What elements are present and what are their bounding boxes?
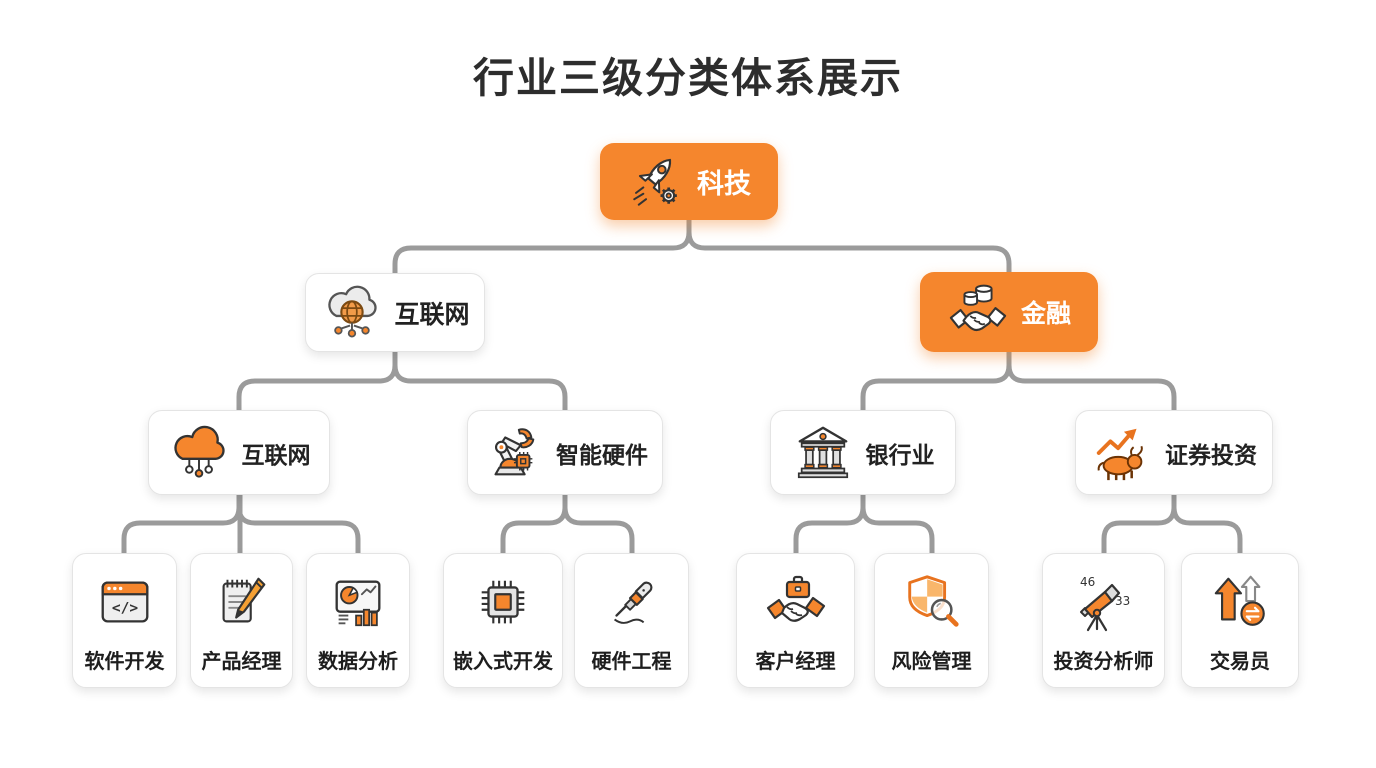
connector-line <box>686 217 1012 276</box>
node-label: 互联网 <box>241 441 311 468</box>
node-finance: 金融 <box>920 272 1098 352</box>
leaf-data-analysis: 数据分析 <box>306 553 410 688</box>
node-smart-hardware: 智能硬件 <box>467 410 663 495</box>
connector-line <box>236 492 361 556</box>
leaf-software-dev: </> 软件开发 <box>72 553 177 688</box>
microchip-icon <box>481 580 525 623</box>
connector-line <box>236 349 398 413</box>
connector-line <box>392 349 568 413</box>
connector-line <box>860 492 935 556</box>
cloud-globe-network-icon <box>328 285 378 338</box>
page-title: 行业三级分类体系展示 <box>473 55 903 101</box>
connector-line <box>860 349 1012 413</box>
telescope-number-bottom: 33 <box>1115 594 1130 608</box>
connector-line <box>1006 349 1177 413</box>
leaf-trader: 交易员 <box>1181 553 1299 688</box>
leaf-label: 硬件工程 <box>591 651 672 673</box>
telescope-number-top: 46 <box>1080 575 1095 589</box>
briefcase-handshake-icon <box>766 575 825 622</box>
soldering-iron-icon <box>613 581 652 624</box>
leaf-product-manager: 产品经理 <box>190 553 293 688</box>
leaf-account-manager: 客户经理 <box>736 553 855 688</box>
leaf-label: 产品经理 <box>201 651 282 673</box>
orange-cloud-nodes-icon <box>173 425 225 478</box>
leaf-risk-management: 风险管理 <box>874 553 989 688</box>
up-arrows-exchange-icon <box>1214 575 1265 626</box>
node-banking: 银行业 <box>770 410 956 495</box>
connector-line <box>793 492 866 556</box>
node-internet-l2: 互联网 <box>305 273 485 352</box>
bull-rising-arrow-icon <box>1096 428 1143 480</box>
notepad-pencil-icon <box>222 577 265 622</box>
shield-magnifier-icon <box>907 574 959 627</box>
leaf-investment-analyst: 46 33 投资分析师 <box>1042 553 1165 688</box>
node-label: 证券投资 <box>1165 441 1257 468</box>
node-label: 智能硬件 <box>556 441 648 468</box>
dashboard-charts-icon <box>335 579 381 626</box>
connector-line <box>1101 492 1177 556</box>
leaf-embedded-dev: 嵌入式开发 <box>443 553 563 688</box>
leaf-label: 投资分析师 <box>1053 651 1154 673</box>
leaf-label: 数据分析 <box>318 651 398 673</box>
telescope-icon: 46 33 <box>1079 575 1130 631</box>
node-securities: 证券投资 <box>1075 410 1273 495</box>
leaf-label: 客户经理 <box>755 651 836 673</box>
node-label: 银行业 <box>865 441 935 468</box>
node-label: 互联网 <box>394 300 470 329</box>
node-label: 金融 <box>1020 300 1071 328</box>
connector-line <box>392 217 692 276</box>
handshake-coins-icon <box>949 284 1007 332</box>
leaf-label: 嵌入式开发 <box>453 651 553 673</box>
browser-code-icon: </> <box>101 580 148 623</box>
bank-building-icon <box>797 426 848 478</box>
rocket-gear-icon <box>633 158 677 206</box>
code-glyph: </> <box>111 600 137 616</box>
connector-line <box>121 492 242 556</box>
leaf-label: 软件开发 <box>84 651 165 673</box>
node-internet-l3: 互联网 <box>148 410 330 495</box>
connector-line <box>562 492 635 556</box>
node-tech: 科技 <box>600 143 778 220</box>
node-label: 科技 <box>697 169 751 199</box>
leaf-hardware-eng: 硬件工程 <box>574 553 689 688</box>
connector-line <box>1171 492 1243 556</box>
connector-line <box>500 492 568 556</box>
leaf-label: 风险管理 <box>891 651 972 673</box>
robot-arm-chip-icon <box>494 427 535 475</box>
leaf-label: 交易员 <box>1210 651 1270 673</box>
